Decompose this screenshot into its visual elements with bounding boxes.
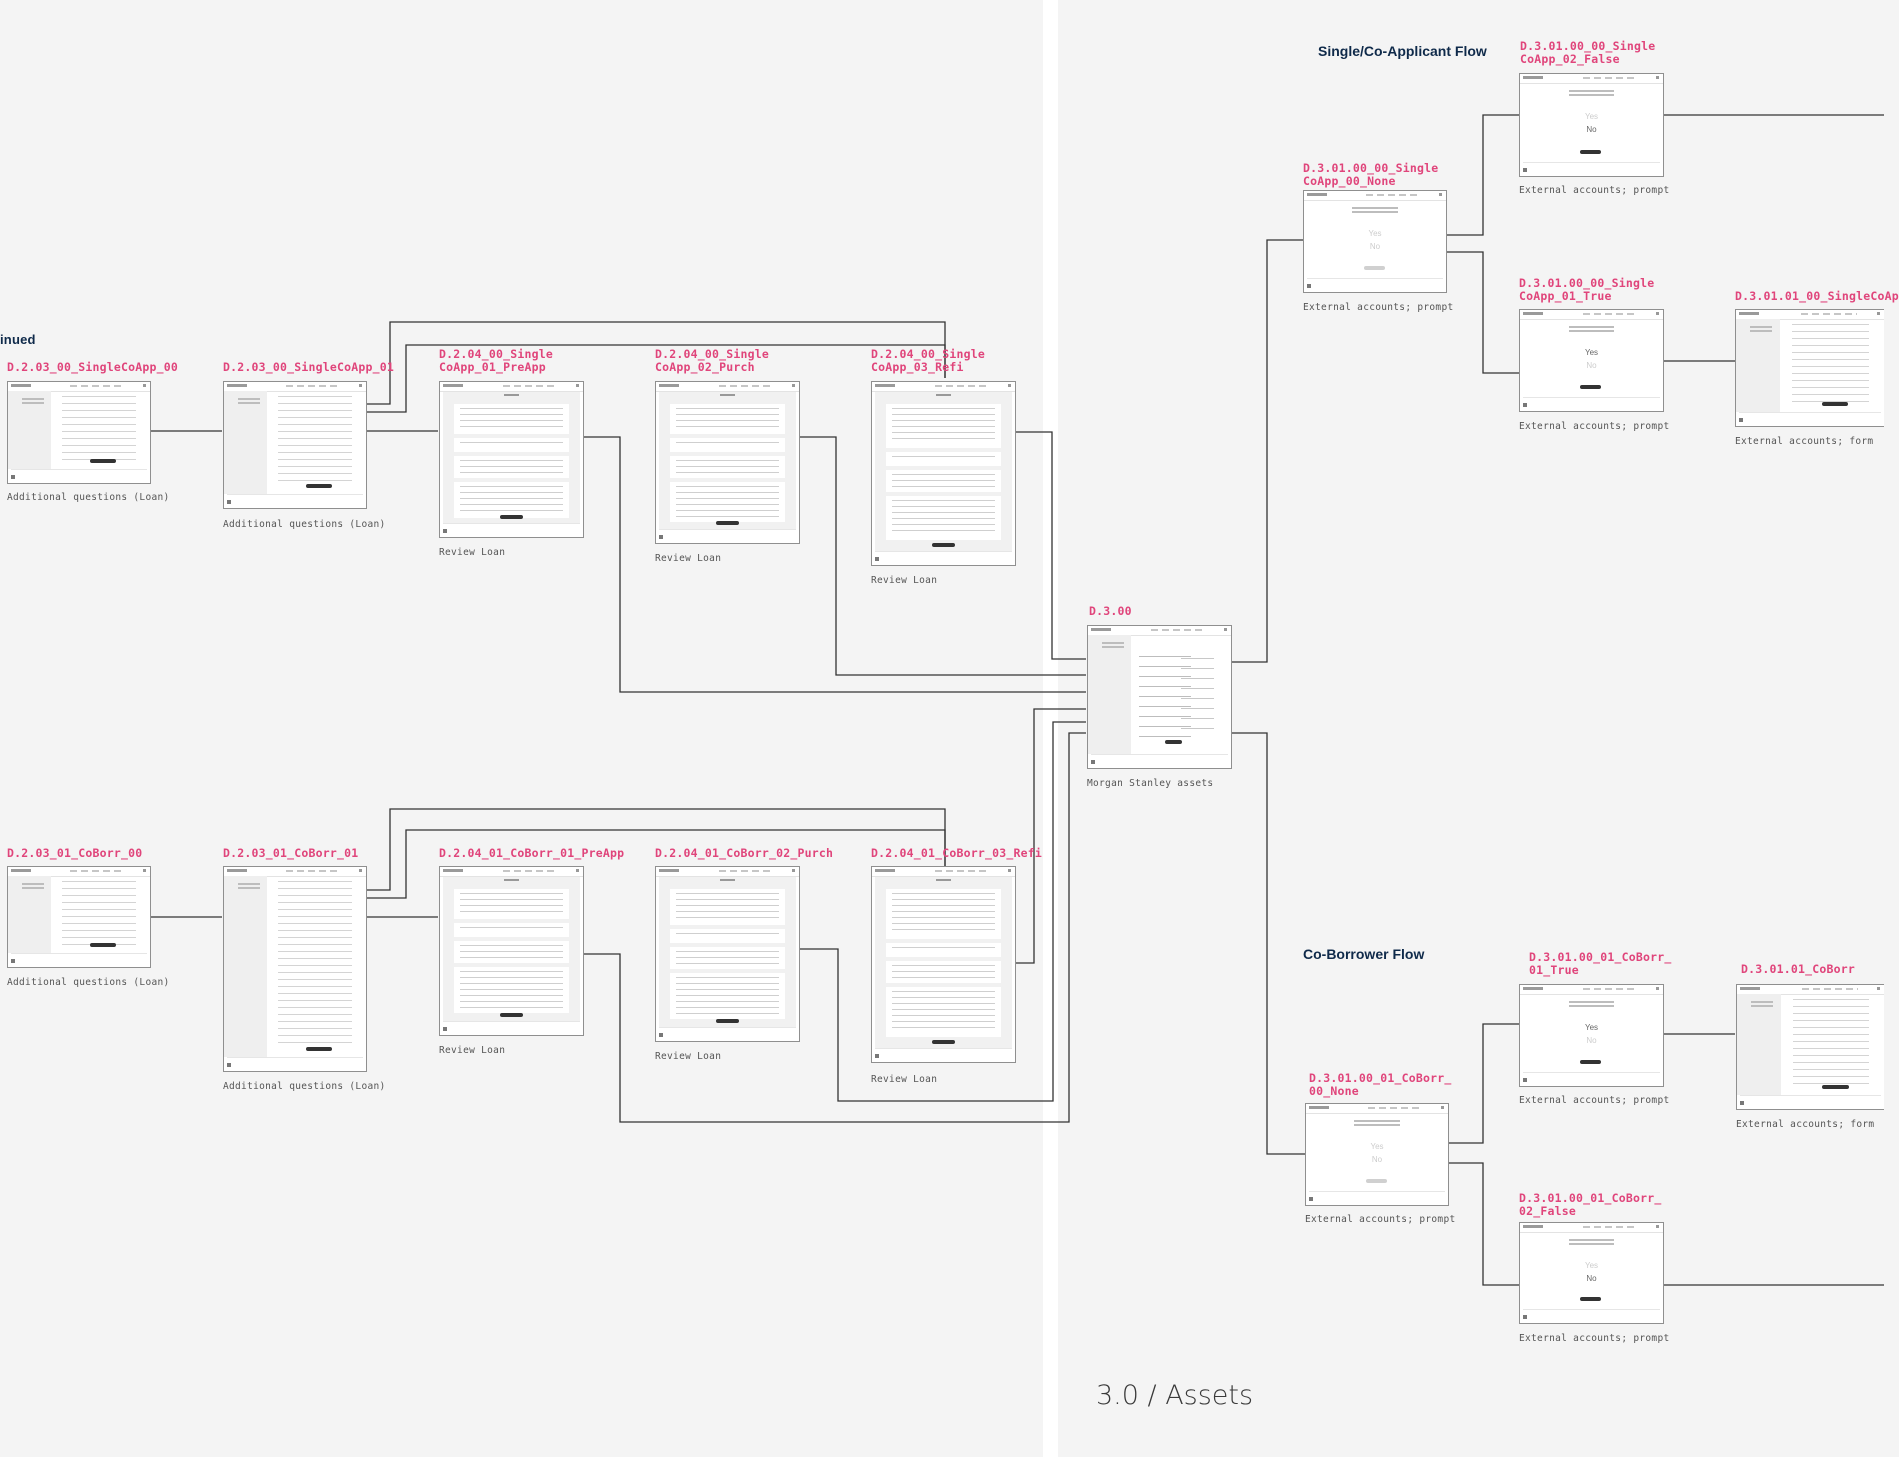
screen-caption: Review Loan: [439, 1045, 506, 1056]
screen-title: D.2.04_01_CoBorr_02_Purch: [655, 846, 834, 860]
single-coapplicant-flow-label: Single/Co-Applicant Flow: [1318, 43, 1487, 59]
screen-caption: Additional questions (Loan): [223, 519, 386, 530]
screen-thumbnail[interactable]: [7, 866, 151, 968]
screen-title: D.2.04_00_Single CoApp_01_PreApp: [439, 347, 553, 374]
screen-title: D.2.03_01_CoBorr_00: [7, 846, 143, 860]
screen-title: D.3.01.00_00_Single CoApp_01_True: [1519, 276, 1655, 303]
screen-thumbnail[interactable]: [871, 381, 1016, 566]
screen-title: D.3.01.01_CoBorr: [1741, 962, 1855, 976]
screen-thumbnail[interactable]: [439, 866, 584, 1036]
screen-thumbnail[interactable]: [223, 381, 367, 509]
screen-caption: External accounts; prompt: [1519, 185, 1670, 196]
screen-title: D.3.01.00_00_Single CoApp_00_None: [1303, 161, 1439, 188]
screen-caption: Review Loan: [871, 575, 938, 586]
screen-title: D.3.01.00_00_Single CoApp_02_False: [1520, 39, 1656, 66]
screen-caption: External accounts; prompt: [1519, 1095, 1670, 1106]
screen-caption: External accounts; prompt: [1519, 1333, 1670, 1344]
panel-gutter: [1043, 0, 1058, 1457]
screen-thumbnail[interactable]: [1736, 984, 1884, 1110]
screen-caption: Additional questions (Loan): [7, 977, 170, 988]
no-option[interactable]: No: [1586, 1036, 1597, 1045]
yes-option[interactable]: Yes: [1584, 1261, 1599, 1270]
coborrower-flow-label: Co-Borrower Flow: [1303, 946, 1425, 962]
yes-option[interactable]: Yes: [1584, 348, 1599, 357]
screen-thumbnail[interactable]: [1735, 309, 1884, 427]
screen-caption: External accounts; prompt: [1303, 302, 1454, 313]
screen-title: D.2.04_00_Single CoApp_02_Purch: [655, 347, 769, 374]
yes-option[interactable]: Yes: [1370, 1142, 1384, 1151]
screen-title: D.2.03_00_SingleCoApp_00: [7, 360, 178, 374]
yes-option[interactable]: Yes: [1368, 229, 1382, 238]
yes-option[interactable]: Yes: [1584, 1023, 1599, 1032]
screen-caption: Morgan Stanley assets: [1087, 778, 1214, 789]
screen-thumbnail[interactable]: [223, 866, 367, 1072]
screen-caption: Review Loan: [871, 1074, 938, 1085]
screen-title: D.3.01.00_01_CoBorr_ 01_True: [1529, 950, 1672, 977]
screen-caption: Review Loan: [655, 1051, 722, 1062]
screen-caption: Review Loan: [655, 553, 722, 564]
no-option[interactable]: No: [1586, 1274, 1597, 1283]
screen-title: D.2.04_00_Single CoApp_03_Refi: [871, 347, 985, 374]
screen-title: D.2.04_01_CoBorr_01_PreApp: [439, 846, 625, 860]
screen-title: D.3.01.00_01_CoBorr_ 02_False: [1519, 1191, 1662, 1218]
screen-title: D.2.03_00_SingleCoApp_01: [223, 360, 394, 374]
no-option[interactable]: No: [1369, 242, 1381, 251]
canvas-panel-left: [0, 0, 1043, 1457]
screen-caption: Review Loan: [439, 547, 506, 558]
screen-thumbnail[interactable]: [1087, 625, 1232, 769]
screen-caption: Additional questions (Loan): [223, 1081, 386, 1092]
no-option[interactable]: No: [1371, 1155, 1383, 1164]
screen-caption: Additional questions (Loan): [7, 492, 170, 503]
no-option[interactable]: No: [1586, 361, 1597, 370]
screen-thumbnail[interactable]: [7, 381, 151, 484]
yes-option[interactable]: Yes: [1584, 112, 1599, 121]
screen-title: D.2.04_01_CoBorr_03_Refi: [871, 846, 1042, 860]
screen-thumbnail[interactable]: [871, 866, 1016, 1063]
section-title: 3.0 / Assets: [1096, 1380, 1254, 1411]
screen-title: D.3.01.00_01_CoBorr_ 00_None: [1309, 1071, 1452, 1098]
screen-caption: External accounts; form: [1735, 436, 1874, 447]
screen-caption: External accounts; prompt: [1305, 1214, 1456, 1225]
screen-title: D.3.01.01_00_SingleCoAp: [1735, 289, 1899, 303]
screen-title: D.2.03_01_CoBorr_01: [223, 846, 359, 860]
screen-thumbnail[interactable]: [655, 866, 800, 1042]
no-option[interactable]: No: [1586, 125, 1597, 134]
continued-label: inued: [0, 332, 36, 347]
screen-caption: External accounts; form: [1736, 1119, 1875, 1130]
screen-title: D.3.00: [1089, 604, 1132, 618]
screen-thumbnail[interactable]: [439, 381, 584, 538]
screen-caption: External accounts; prompt: [1519, 421, 1670, 432]
screen-thumbnail[interactable]: [655, 381, 800, 544]
